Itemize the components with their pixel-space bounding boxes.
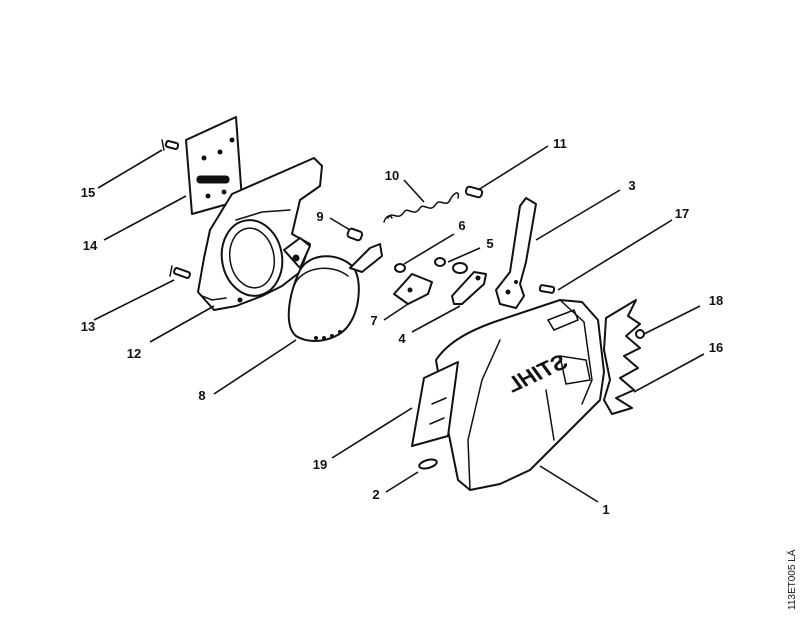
drawing-code: 113ET005 LÄ: [786, 549, 798, 610]
leader-6: [403, 233, 455, 265]
leader-1: [539, 465, 599, 503]
leader-16: [633, 353, 705, 393]
part-7-bracket: [393, 273, 433, 305]
label-2: 2: [372, 487, 379, 502]
leader-lines: [93, 145, 705, 503]
label-14: 14: [83, 238, 98, 253]
part-4-link: [451, 271, 487, 305]
part-3-brake-lever: [495, 197, 537, 309]
leader-5: [447, 247, 481, 263]
label-12: 12: [127, 346, 141, 361]
leader-10: [403, 179, 425, 203]
part-5-washer: [434, 257, 468, 274]
label-1: 1: [602, 502, 609, 517]
leader-13: [93, 279, 175, 321]
part-12-housing: [197, 157, 323, 311]
label-11: 11: [553, 136, 567, 151]
leader-14: [103, 195, 187, 241]
label-19: 19: [313, 457, 327, 472]
label-5: 5: [486, 236, 493, 251]
leader-8: [213, 339, 297, 395]
leader-3: [535, 189, 621, 241]
label-10: 10: [385, 168, 399, 183]
label-6: 6: [458, 218, 465, 233]
callout-labels: 1 2 3 4 5 6 7 8 9 10 11 12 13 14 15 16 1…: [81, 136, 723, 517]
label-13: 13: [81, 319, 95, 334]
leader-11: [477, 145, 549, 191]
label-16: 16: [709, 340, 723, 355]
label-8: 8: [198, 388, 205, 403]
leader-18: [643, 305, 701, 335]
leader-17: [557, 219, 673, 291]
leader-7: [383, 303, 409, 321]
leader-15: [97, 149, 163, 189]
part-9-pin: [346, 227, 364, 242]
part-19-plate: [411, 361, 459, 447]
part-1-sprocket-cover: STIHL: [435, 299, 605, 491]
label-18: 18: [709, 293, 723, 308]
leader-19: [331, 407, 413, 459]
part-18-washer: [635, 329, 645, 339]
label-7: 7: [370, 313, 377, 328]
part-17-screw: [538, 284, 556, 294]
label-4: 4: [398, 331, 406, 346]
leader-4: [411, 305, 461, 333]
part-10-spring: [383, 192, 460, 223]
part-16-bumper-spike: [603, 299, 641, 415]
part-8-brake-band: [287, 243, 383, 342]
label-9: 9: [316, 209, 323, 224]
label-3: 3: [628, 178, 635, 193]
leader-9: [329, 217, 351, 231]
leader-12: [149, 305, 215, 343]
part-2-nut: [418, 458, 438, 470]
label-17: 17: [675, 206, 689, 221]
part-6-washer: [394, 263, 406, 273]
label-15: 15: [81, 185, 95, 200]
part-13-screw: [169, 265, 191, 279]
part-15-screw: [161, 139, 180, 151]
leader-2: [385, 471, 419, 493]
